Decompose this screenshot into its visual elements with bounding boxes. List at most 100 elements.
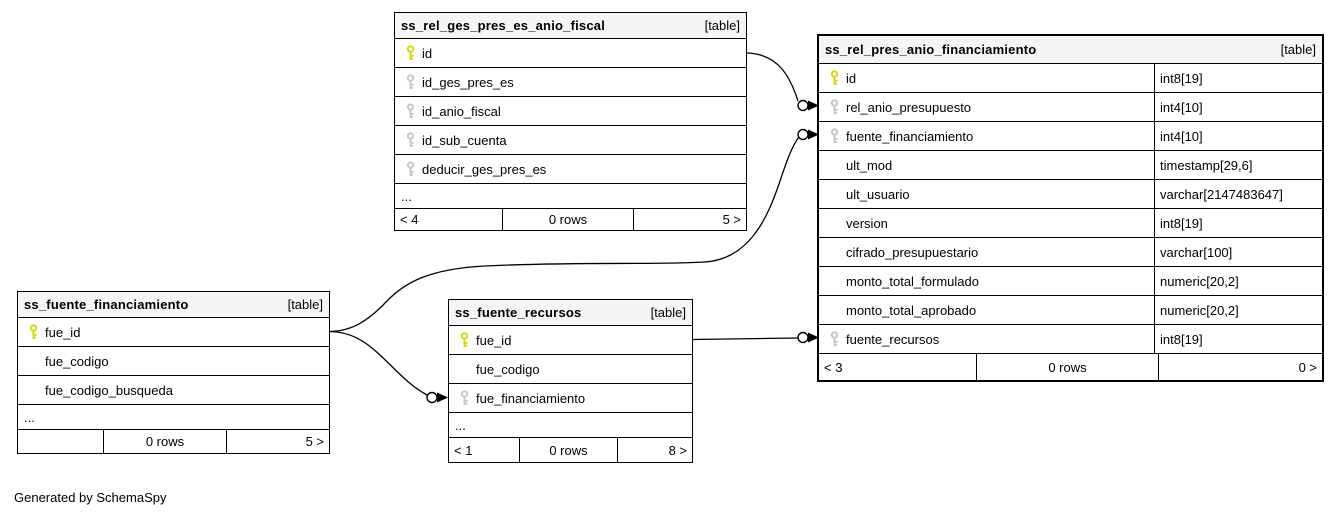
more-columns-ellipsis: ... xyxy=(449,413,692,438)
column-name: fue_codigo_busqueda xyxy=(45,382,173,398)
foreign-key-icon xyxy=(398,103,422,119)
table-type-badge: [table] xyxy=(650,305,686,320)
column-row: rel_anio_presupuesto int4[10] xyxy=(819,93,1322,122)
column-row: deducir_ges_pres_es xyxy=(395,155,746,184)
column-row: id_ges_pres_es xyxy=(395,68,746,97)
primary-key-icon xyxy=(21,324,45,340)
column-name: monto_total_aprobado xyxy=(846,302,977,318)
table-header[interactable]: ss_rel_pres_anio_financiamiento [table] xyxy=(819,36,1322,64)
column-name: id_sub_cuenta xyxy=(422,132,507,148)
column-name: id xyxy=(846,70,857,86)
column-row: fue_id xyxy=(18,318,329,347)
footer-children-count: 0 > xyxy=(1298,359,1317,375)
foreign-key-icon xyxy=(452,390,476,406)
column-row: fue_financiamiento xyxy=(449,384,692,413)
primary-key-icon xyxy=(822,70,846,86)
primary-key-icon xyxy=(452,332,476,348)
column-type: int8[19] xyxy=(1160,215,1203,231)
column-row: id int8[19] xyxy=(819,64,1322,93)
column-type: timestamp[29,6] xyxy=(1160,157,1253,173)
zero-or-one-endpoint xyxy=(797,99,809,112)
column-name: fue_financiamiento xyxy=(476,390,586,406)
column-type: numeric[20,2] xyxy=(1160,273,1239,289)
table-type-badge: [table] xyxy=(1280,42,1316,57)
zero-or-one-endpoint xyxy=(797,331,809,344)
zero-or-one-endpoint xyxy=(426,391,438,404)
column-name: ult_usuario xyxy=(846,186,910,202)
footer-rows-count: 0 rows xyxy=(503,209,634,230)
footer-parents-count: < 1 xyxy=(449,438,520,462)
footer-children-count: 5 > xyxy=(722,212,741,227)
entity-table-ss_fuente_financiamiento: ss_fuente_financiamiento [table] fue_id … xyxy=(17,291,330,454)
more-columns-ellipsis: ... xyxy=(395,184,746,209)
column-name: fue_id xyxy=(476,332,512,348)
foreign-key-icon xyxy=(398,132,422,148)
column-name: version xyxy=(846,215,888,231)
foreign-key-icon xyxy=(398,161,422,177)
column-name: ult_mod xyxy=(846,157,893,173)
column-name: fuente_financiamiento xyxy=(846,128,974,144)
footer-parents-count xyxy=(18,430,104,453)
column-type: int8[19] xyxy=(1160,331,1203,347)
table-footer: 0 rows 5 > xyxy=(18,430,329,453)
table-name[interactable]: ss_rel_ges_pres_es_anio_fiscal xyxy=(401,18,606,33)
zero-or-one-endpoint xyxy=(797,128,809,141)
footer-rows-count: 0 rows xyxy=(104,430,227,453)
foreign-key-icon xyxy=(822,331,846,347)
column-row: ult_usuario varchar[2147483647] xyxy=(819,180,1322,209)
foreign-key-icon xyxy=(822,128,846,144)
entity-table-ss_rel_ges_pres_es_anio_fiscal: ss_rel_ges_pres_es_anio_fiscal [table] i… xyxy=(394,12,747,231)
column-row: id_anio_fiscal xyxy=(395,97,746,126)
table-footer: < 1 0 rows 8 > xyxy=(449,438,692,462)
table-type-badge: [table] xyxy=(287,297,323,312)
column-name: deducir_ges_pres_es xyxy=(422,161,547,177)
footer-rows-count: 0 rows xyxy=(977,354,1159,380)
table-name[interactable]: ss_fuente_financiamiento xyxy=(24,297,189,312)
column-row: fue_codigo_busqueda xyxy=(18,376,329,405)
column-row: fuente_recursos int8[19] xyxy=(819,325,1322,354)
column-type: int4[10] xyxy=(1160,128,1203,144)
entity-table-ss_fuente_recursos: ss_fuente_recursos [table] fue_id fue_co… xyxy=(448,299,693,463)
table-header[interactable]: ss_fuente_recursos [table] xyxy=(449,300,692,326)
footer-children-count: 5 > xyxy=(305,434,324,449)
column-name: monto_total_formulado xyxy=(846,273,979,289)
table-header[interactable]: ss_fuente_financiamiento [table] xyxy=(18,292,329,318)
column-row: fuente_financiamiento int4[10] xyxy=(819,122,1322,151)
arrowhead-icon xyxy=(437,392,448,403)
column-row: fue_codigo xyxy=(449,355,692,384)
column-row: fue_codigo xyxy=(18,347,329,376)
table-name[interactable]: ss_fuente_recursos xyxy=(455,305,582,320)
primary-key-icon xyxy=(398,45,422,61)
relationship-line xyxy=(692,337,799,341)
table-type-badge: [table] xyxy=(704,18,740,33)
relationship-line xyxy=(746,52,799,102)
column-name: id xyxy=(422,45,433,61)
column-name: fue_codigo xyxy=(45,353,109,369)
column-row: monto_total_aprobado numeric[20,2] xyxy=(819,296,1322,325)
column-type: int4[10] xyxy=(1160,99,1203,115)
column-row: id_sub_cuenta xyxy=(395,126,746,155)
column-name: fue_codigo xyxy=(476,361,540,377)
foreign-key-icon xyxy=(822,99,846,115)
generated-by-note: Generated by SchemaSpy xyxy=(14,490,167,505)
column-name: fue_id xyxy=(45,324,81,340)
table-footer: < 4 0 rows 5 > xyxy=(395,209,746,230)
more-columns-ellipsis: ... xyxy=(18,405,329,430)
column-name: rel_anio_presupuesto xyxy=(846,99,972,115)
column-row: monto_total_formulado numeric[20,2] xyxy=(819,267,1322,296)
column-row: cifrado_presupuestario varchar[100] xyxy=(819,238,1322,267)
column-name: fuente_recursos xyxy=(846,331,940,347)
table-name[interactable]: ss_rel_pres_anio_financiamiento xyxy=(825,42,1037,57)
column-row: version int8[19] xyxy=(819,209,1322,238)
column-row: id xyxy=(395,39,746,68)
entity-table-ss_rel_pres_anio_financiamiento: ss_rel_pres_anio_financiamiento [table] … xyxy=(817,34,1324,382)
column-type: numeric[20,2] xyxy=(1160,302,1239,318)
column-row: fue_id xyxy=(449,326,692,355)
relationship-line xyxy=(329,330,428,396)
column-row: ult_mod timestamp[29,6] xyxy=(819,151,1322,180)
footer-rows-count: 0 rows xyxy=(520,438,618,462)
footer-parents-count: < 4 xyxy=(395,209,503,230)
table-header[interactable]: ss_rel_ges_pres_es_anio_fiscal [table] xyxy=(395,13,746,39)
footer-children-count: 8 > xyxy=(668,442,687,458)
column-type: int8[19] xyxy=(1160,70,1203,86)
